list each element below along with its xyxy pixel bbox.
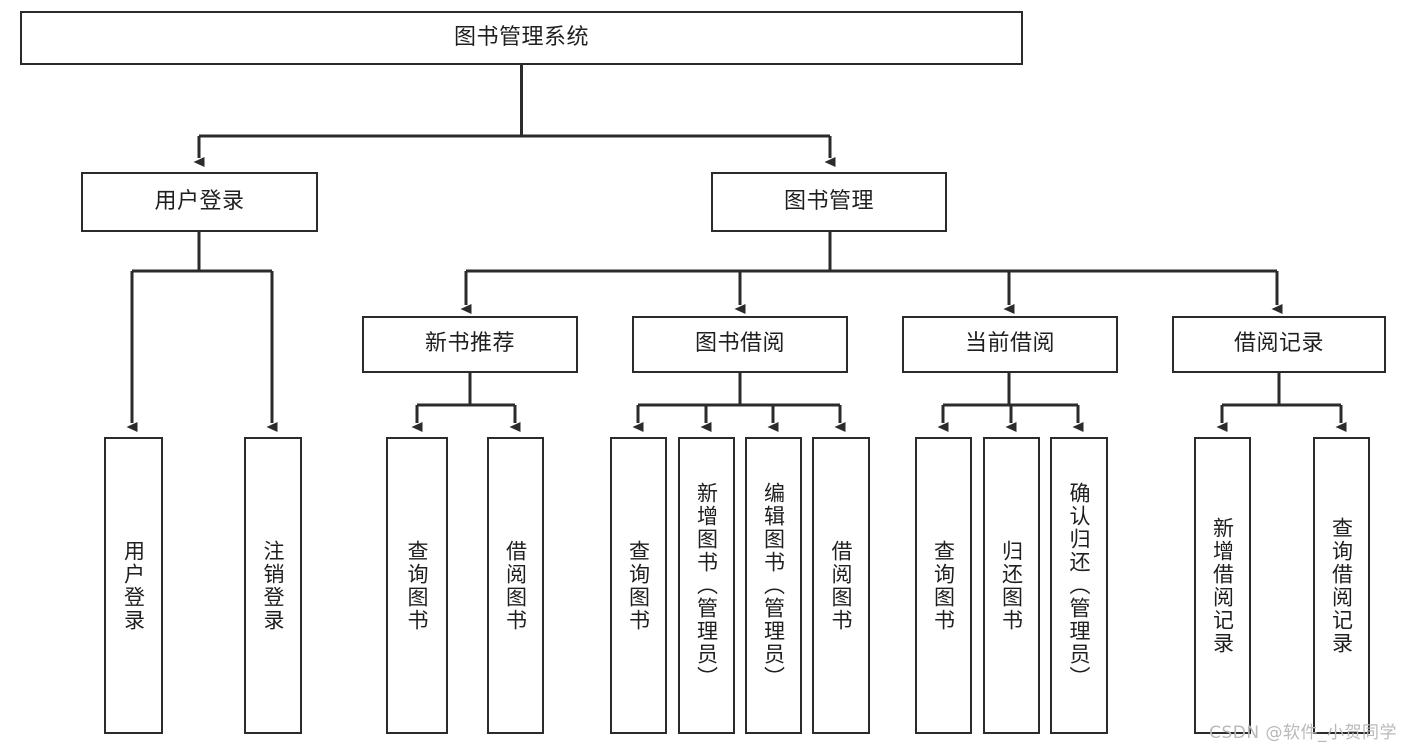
node-new-book-recommend[interactable]: 新书推荐 [362,316,578,373]
node-leaf-query-book-3[interactable]: 查询图书 [915,437,972,734]
node-leaf-query-book-2[interactable]: 查询图书 [610,437,667,734]
node-leaf-confirm-return[interactable]: 确认归还（管理员） [1050,437,1108,734]
node-label: 当前借阅 [964,331,1055,357]
node-label: 注销登录 [261,539,286,632]
node-leaf-add-book[interactable]: 新增图书（管理员） [678,437,735,734]
node-label: 图书借阅 [694,331,785,357]
node-borrow-record[interactable]: 借阅记录 [1172,316,1386,373]
node-label: 借阅记录 [1233,331,1324,357]
node-label: 图书管理 [783,188,874,214]
node-label: 新书推荐 [424,331,515,357]
node-leaf-user-logout[interactable]: 注销登录 [244,437,302,734]
node-label: 查询图书 [405,539,430,632]
node-label: 借阅图书 [829,539,854,632]
node-label: 用户登录 [154,188,245,214]
node-label: 查询借阅记录 [1329,516,1354,655]
node-label: 查询图书 [931,539,956,632]
node-root-system[interactable]: 图书管理系统 [20,11,1023,65]
node-book-management[interactable]: 图书管理 [711,172,947,232]
node-current-borrow[interactable]: 当前借阅 [902,316,1118,373]
node-label: 编辑图书（管理员） [761,482,786,689]
node-label: 用户登录 [121,539,146,632]
node-label: 图书管理系统 [453,24,589,50]
watermark-text: CSDN @软件_小贺同学 [1209,723,1397,743]
node-leaf-borrow-book-2[interactable]: 借阅图书 [812,437,870,734]
node-leaf-return-book[interactable]: 归还图书 [983,437,1040,734]
node-leaf-borrow-book-1[interactable]: 借阅图书 [487,437,544,734]
node-label: 借阅图书 [503,539,528,632]
node-label: 新增借阅记录 [1210,516,1235,655]
node-book-borrow[interactable]: 图书借阅 [632,316,848,373]
node-leaf-user-login[interactable]: 用户登录 [104,437,163,734]
node-leaf-add-record[interactable]: 新增借阅记录 [1194,437,1251,734]
node-leaf-query-book-1[interactable]: 查询图书 [386,437,448,734]
node-leaf-query-record[interactable]: 查询借阅记录 [1313,437,1370,734]
node-label: 归还图书 [999,539,1024,632]
node-leaf-edit-book[interactable]: 编辑图书（管理员） [745,437,802,734]
node-label: 查询图书 [626,539,651,632]
node-label: 确认归还（管理员） [1067,482,1092,689]
node-label: 新增图书（管理员） [694,482,719,689]
node-user-login[interactable]: 用户登录 [81,172,318,232]
